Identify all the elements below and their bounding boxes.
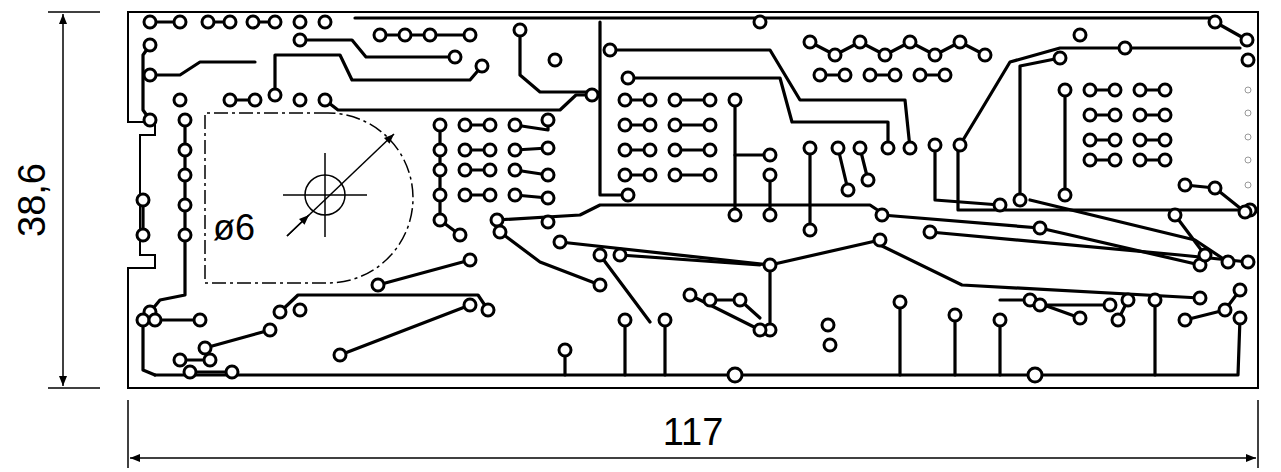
cutout-outline	[205, 113, 413, 283]
diameter-label: ø6	[213, 210, 255, 246]
solder-pads	[137, 16, 1256, 382]
vertical-dimension	[48, 12, 100, 388]
horizontal-dimension	[128, 400, 1258, 468]
board-outline	[128, 12, 1258, 388]
copper-traces	[143, 18, 1250, 375]
dimension-height: 38,6	[13, 163, 51, 237]
dimension-width: 117	[663, 413, 724, 451]
hole-symbol	[283, 134, 394, 237]
edge-pads	[1245, 87, 1251, 188]
